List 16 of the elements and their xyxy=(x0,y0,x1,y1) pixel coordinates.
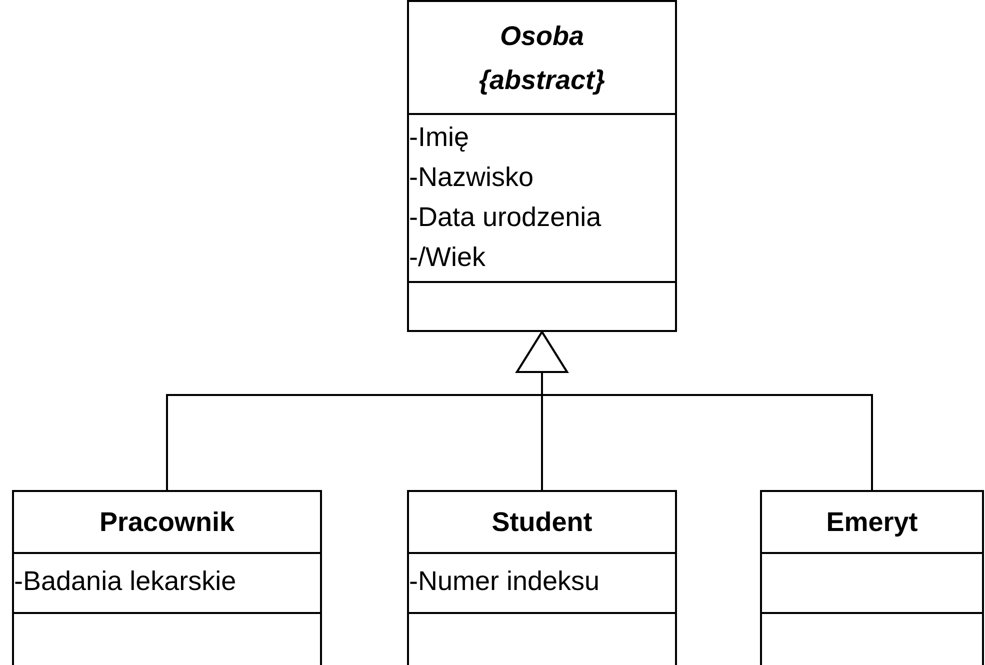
class-name: Student xyxy=(492,506,592,539)
attribute-text: -Badania lekarskie xyxy=(14,565,238,598)
attribute-text: -Imię xyxy=(409,121,470,154)
class-box xyxy=(12,490,322,665)
generalization-arrow xyxy=(516,331,873,490)
attribute-text: -Numer indeksu xyxy=(409,565,601,598)
class-box xyxy=(407,490,677,665)
class-name: Osoba xyxy=(500,20,584,52)
class-box xyxy=(760,490,984,665)
attribute-text: -/Wiek xyxy=(409,241,486,274)
class-name: Pracownik xyxy=(99,506,235,539)
attribute-text: -Data urodzenia xyxy=(409,201,602,234)
attribute-text: -Nazwisko xyxy=(409,161,535,194)
stereotype-label: {abstract} xyxy=(478,64,606,97)
class-box xyxy=(407,0,677,332)
class-name: Emeryt xyxy=(826,506,918,539)
